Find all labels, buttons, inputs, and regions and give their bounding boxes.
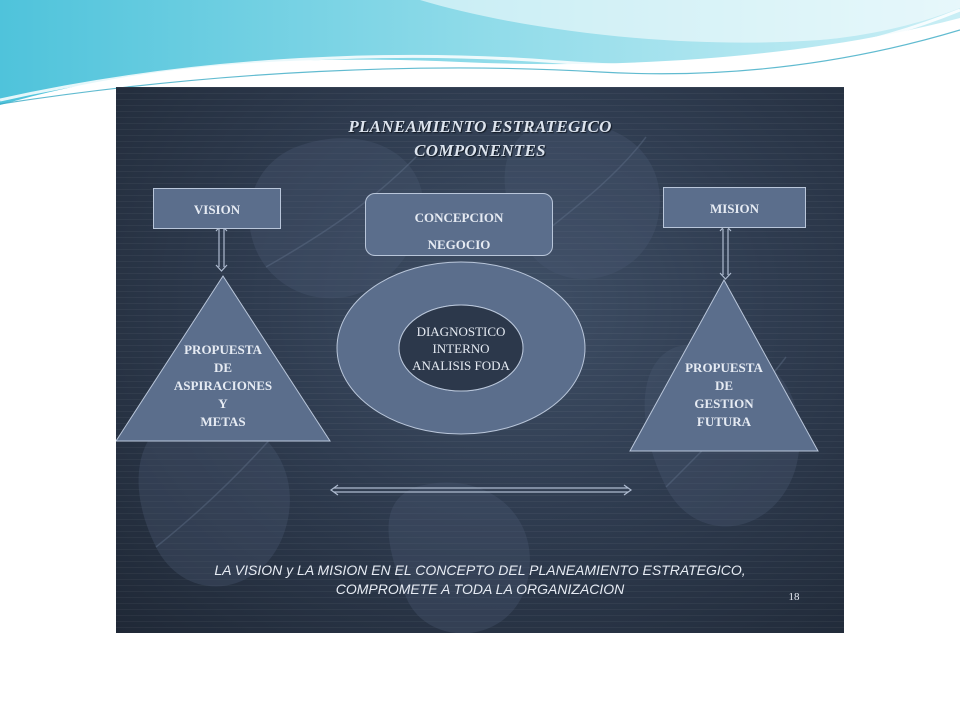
footer-line1: LA VISION y LA MISION EN EL CONCEPTO DEL… bbox=[214, 562, 746, 578]
right-triangle-line-0: PROPUESTA bbox=[685, 360, 763, 375]
left-triangle-line-1: DE bbox=[213, 360, 233, 375]
footer-line2: COMPROMETE A TODA LA ORGANIZACION bbox=[335, 581, 625, 597]
mision-label: MISION bbox=[709, 201, 760, 216]
right-triangle bbox=[629, 278, 819, 452]
slide-title-line1: PLANEAMIENTO ESTRATEGICO bbox=[348, 117, 612, 136]
right-triangle-line-2: GESTION bbox=[694, 396, 754, 411]
right-triangle-line-1: DE bbox=[714, 378, 734, 393]
mision-connector bbox=[719, 224, 732, 280]
slide: PLANEAMIENTO ESTRATEGICO COMPONENTES bbox=[116, 87, 844, 633]
left-triangle-line-3: Y bbox=[218, 396, 228, 411]
vision-box: VISION bbox=[153, 188, 281, 229]
right-triangle-text: PROPUESTA DE GESTION FUTURA bbox=[654, 359, 794, 431]
left-triangle-line-0: PROPUESTA bbox=[184, 342, 262, 357]
donut-line-1: INTERNO bbox=[432, 341, 490, 356]
left-triangle-line-2: ASPIRACIONES bbox=[173, 378, 273, 393]
bottom-double-arrow bbox=[329, 484, 633, 496]
negocio-label: NEGOCIO bbox=[427, 237, 491, 252]
left-triangle-line-4: METAS bbox=[200, 414, 246, 429]
page-number: 18 bbox=[788, 591, 800, 603]
left-triangle-text: PROPUESTA DE ASPIRACIONES Y METAS bbox=[153, 341, 293, 431]
donut-text: DIAGNOSTICO INTERNO ANALISIS FODA bbox=[391, 323, 531, 374]
vision-label: VISION bbox=[193, 202, 241, 217]
concepcion-negocio-box: CONCEPCION NEGOCIO bbox=[365, 193, 553, 256]
decorative-swoosh bbox=[0, 0, 960, 105]
slide-title-line2: COMPONENTES bbox=[414, 141, 546, 160]
diagram-shapes bbox=[116, 224, 819, 496]
right-triangle-line-3: FUTURA bbox=[696, 414, 752, 429]
donut-line-2: ANALISIS FODA bbox=[412, 358, 510, 373]
mision-box: MISION bbox=[663, 187, 806, 228]
left-triangle bbox=[116, 275, 331, 442]
donut-line-0: DIAGNOSTICO bbox=[416, 324, 506, 339]
concepcion-label: CONCEPCION bbox=[414, 210, 504, 225]
vision-connector bbox=[215, 224, 228, 272]
